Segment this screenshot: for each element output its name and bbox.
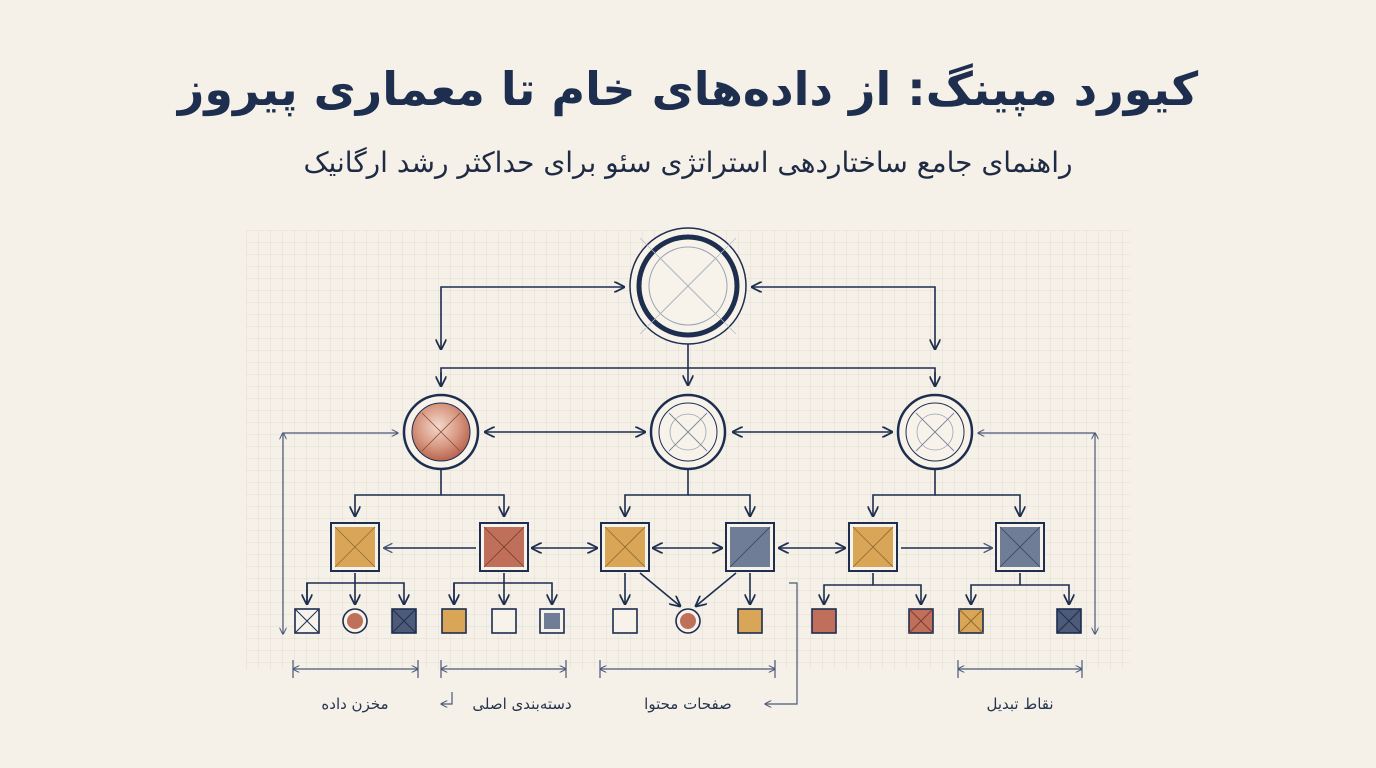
topic-square-4 — [725, 522, 775, 572]
leaf-node-8 — [675, 608, 701, 634]
topic-square-5 — [848, 522, 898, 572]
label-main-category: دسته‌بندی اصلی — [472, 695, 571, 713]
label-data-store: مخزن داده — [321, 695, 388, 713]
leaf-node-3 — [391, 608, 417, 634]
leaf-node-4 — [441, 608, 467, 634]
label-conversion-points: نقاط تبدیل — [986, 695, 1053, 713]
topic-square-3 — [600, 522, 650, 572]
label-content-pages: صفحات محتوا — [644, 695, 732, 713]
page-title: کیورد مپینگ: از داده‌های خام تا معماری پ… — [177, 62, 1199, 116]
leaf-node-10 — [811, 608, 837, 634]
leaf-node-1 — [294, 608, 320, 634]
category-node-right — [896, 393, 974, 471]
topic-square-2 — [479, 522, 529, 572]
leaf-node-5 — [491, 608, 517, 634]
leaf-node-6 — [539, 608, 565, 634]
leaf-node-12 — [958, 608, 984, 634]
leaf-node-2 — [342, 608, 368, 634]
leaf-node-11 — [908, 608, 934, 634]
leaf-node-7 — [612, 608, 638, 634]
category-node-center — [649, 393, 727, 471]
category-node-left — [402, 393, 480, 471]
topic-square-1 — [330, 522, 380, 572]
leaf-node-13 — [1056, 608, 1082, 634]
root-node — [629, 227, 747, 345]
page-subtitle: راهنمای جامع ساختاردهی استراتژی سئو برای… — [303, 146, 1073, 179]
topic-square-6 — [995, 522, 1045, 572]
leaf-node-9 — [737, 608, 763, 634]
